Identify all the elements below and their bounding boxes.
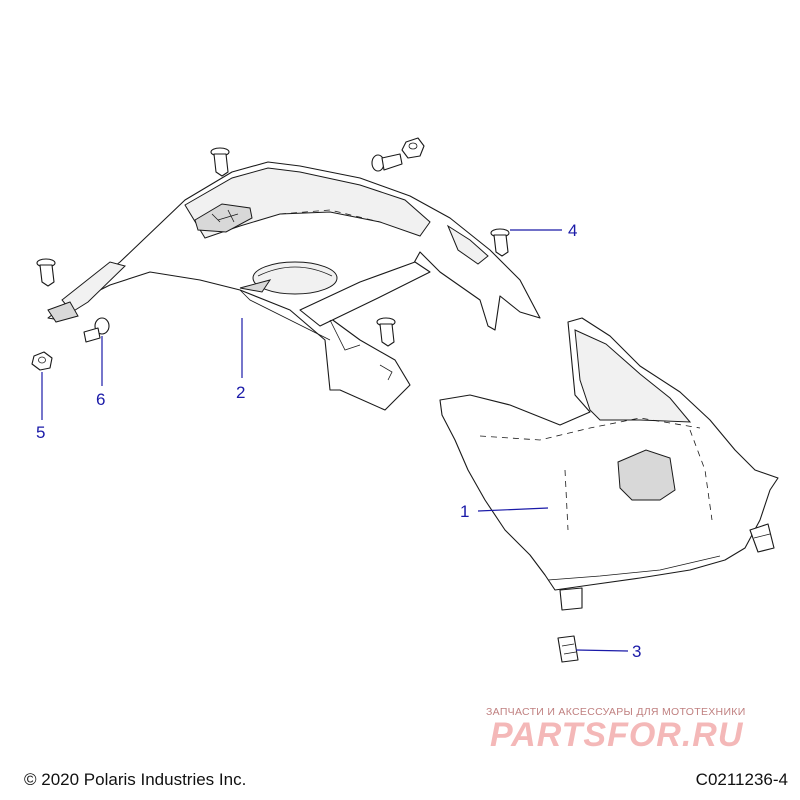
callout-3-label: 3 — [632, 642, 641, 661]
callout-2: 2 — [236, 318, 245, 402]
nut-fastener[interactable] — [401, 137, 425, 159]
push-rivet-fastener[interactable] — [376, 317, 396, 347]
callout-2-label: 2 — [236, 383, 245, 402]
callout-5: 5 — [36, 372, 45, 442]
watermark-logo: PARTSFOR.RU — [490, 716, 744, 754]
callout-4: 4 — [510, 221, 577, 240]
callout-6: 6 — [96, 336, 105, 409]
side-clip[interactable] — [749, 523, 775, 553]
callout-6-label: 6 — [96, 390, 105, 409]
callout-1: 1 — [460, 502, 549, 521]
push-rivet-fastener[interactable] — [36, 258, 56, 287]
drawing-id: C0211236-4 — [695, 770, 788, 789]
push-rivet-fastener[interactable] — [210, 147, 230, 177]
callout-3: 3 — [575, 642, 641, 661]
item-3-clip[interactable] — [557, 635, 579, 663]
part-2-rear-fender-panel[interactable] — [47, 161, 541, 411]
callout-5-label: 5 — [36, 423, 45, 442]
push-rivet-fastener[interactable] — [490, 228, 510, 257]
item-5-nut[interactable] — [31, 351, 53, 371]
part-1-front-cover-panel[interactable] — [439, 317, 779, 611]
item-6-bolt[interactable] — [83, 317, 110, 343]
callout-1-label: 1 — [460, 502, 469, 521]
watermark-subtitle: ЗАПЧАСТИ И АКСЕССУАРЫ ДЛЯ МОТОТЕХНИКИ — [486, 706, 746, 718]
bolt-fastener[interactable] — [371, 153, 403, 172]
callout-4-label: 4 — [568, 221, 577, 240]
copyright-text: © 2020 Polaris Industries Inc. — [24, 770, 247, 789]
